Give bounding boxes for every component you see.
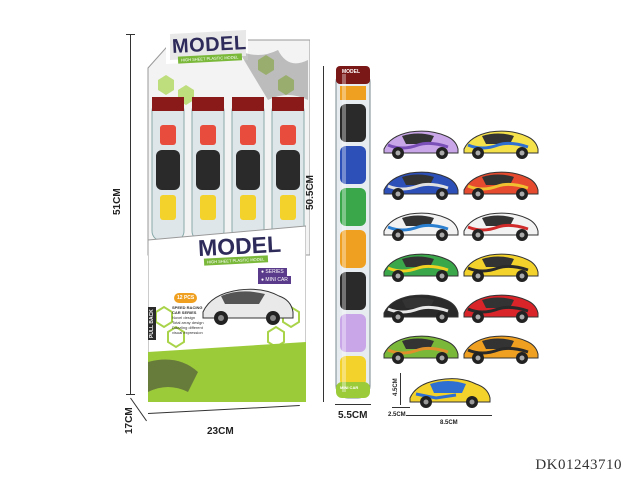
tube <box>328 64 378 404</box>
box-depth-label: 17CM <box>124 407 135 434</box>
box-text-lines: SPEED RACING CAR SERIES Novel design Tot… <box>172 305 204 335</box>
box-tubes <box>146 95 306 245</box>
badge-series: ● SERIES <box>258 268 287 276</box>
mini-car <box>460 125 540 163</box>
box-height-line <box>130 34 131 394</box>
car-width-line <box>392 407 410 408</box>
mini-car <box>380 330 460 368</box>
pcs-badge: 12 PCS <box>174 293 198 303</box>
box-text-line: Novel design <box>172 315 196 320</box>
mini-car <box>460 289 540 327</box>
badge-mini-car: ● MINI CAR <box>258 276 291 284</box>
box-text-line: CAR SERIES <box>172 310 197 315</box>
car-length-label: 8.5CM <box>440 420 458 426</box>
tube-height-label: 50.5CM <box>305 174 316 210</box>
car-width-label: 2.5CM <box>388 412 406 418</box>
box-side-text: PULL BACK <box>148 307 156 340</box>
mini-car <box>380 166 460 204</box>
tube-cap-text: MODEL <box>342 69 361 75</box>
box-text-line: visual expression <box>172 330 203 335</box>
mini-car <box>460 166 540 204</box>
car-length-line <box>406 415 492 416</box>
mini-car <box>460 207 540 245</box>
box-text-line: Total array design <box>172 320 204 325</box>
display-box <box>138 20 310 412</box>
box-width-label: 23CM <box>207 426 234 437</box>
mini-car <box>380 248 460 286</box>
featured-car <box>406 372 492 412</box>
tick <box>126 34 135 35</box>
tick <box>126 394 135 395</box>
tube-width-label: 5.5CM <box>338 410 368 421</box>
tube-height-line <box>323 66 324 402</box>
mini-car <box>380 125 460 163</box>
car-height-label: 4.5CM <box>393 378 399 396</box>
box-text-line: SPEED RACING <box>172 305 203 310</box>
box-text-line: Dazzling different <box>172 325 203 330</box>
mini-car <box>460 248 540 286</box>
tube-width-line <box>335 404 371 405</box>
car-grid <box>380 125 550 370</box>
sku-code: DK01243710 <box>535 457 622 473</box>
mini-car <box>380 207 460 245</box>
box-height-label: 51CM <box>112 188 123 215</box>
mini-car <box>460 330 540 368</box>
mini-car <box>380 289 460 327</box>
car-height-line <box>400 373 401 405</box>
tube-label-text: MINI CAR <box>340 385 359 390</box>
